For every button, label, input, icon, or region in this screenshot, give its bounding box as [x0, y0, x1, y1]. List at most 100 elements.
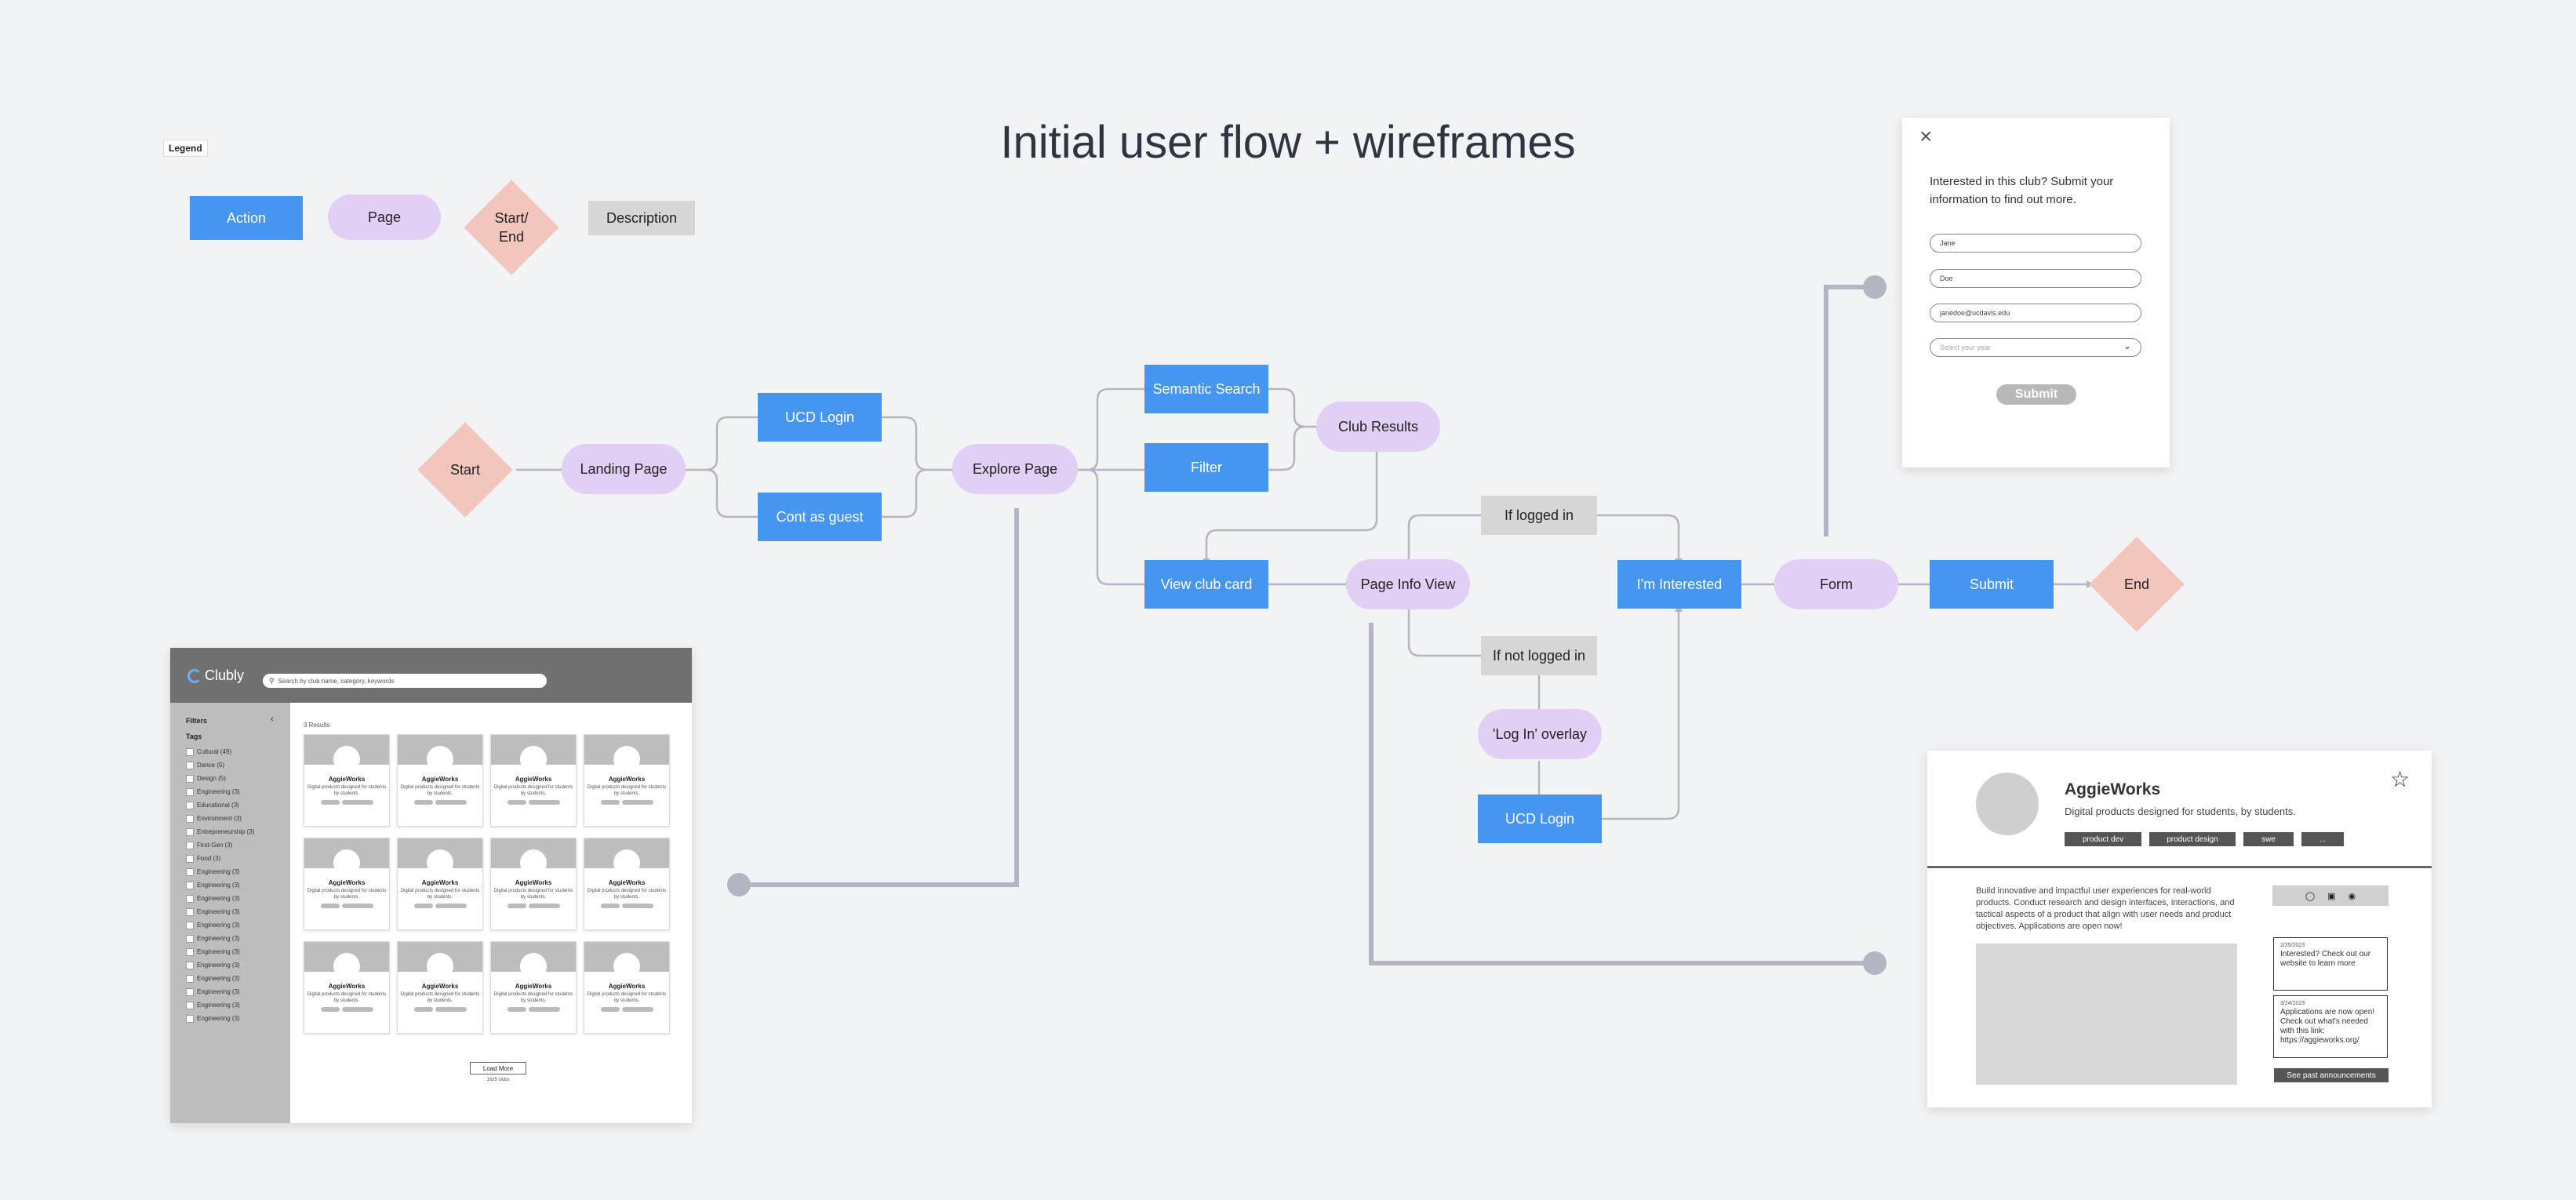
card-banner — [584, 838, 669, 876]
search-input[interactable]: ⚲ Search by club name, category, keyword… — [263, 674, 547, 688]
tag-filter-item[interactable]: Engineering (3) — [186, 972, 254, 985]
checkbox[interactable] — [186, 761, 194, 769]
first-name-field[interactable]: Jane — [1930, 234, 2141, 253]
see-past-announcements-button[interactable]: See past announcements — [2274, 1068, 2389, 1082]
flow-page-info-view: Page Info View — [1346, 559, 1470, 609]
results-count: 3 Results — [304, 722, 330, 729]
tag-filter-label: Engineering (3) — [197, 962, 240, 969]
checkbox[interactable] — [186, 961, 194, 969]
checkbox[interactable] — [186, 867, 194, 876]
checkbox[interactable] — [186, 947, 194, 956]
checkbox[interactable] — [186, 774, 194, 783]
tag-filter-label: Engineering (3) — [197, 935, 240, 942]
tags-label: Tags — [186, 733, 202, 740]
checkbox[interactable] — [186, 934, 194, 943]
email-field[interactable]: janedoe@ucdavis.edu — [1930, 304, 2141, 322]
tag-filter-item[interactable]: Engineering (3) — [186, 998, 254, 1012]
tag-filter-label: Engineering (3) — [197, 868, 240, 875]
announcement-text: Interested? Check out our website to lea… — [2280, 950, 2371, 968]
checkbox[interactable] — [186, 827, 194, 836]
tag-filter-item[interactable]: Engineering (3) — [186, 1012, 254, 1025]
checkbox[interactable] — [186, 747, 194, 756]
tag-filter-item[interactable]: Design (5) — [186, 772, 254, 785]
flow-im-interested: I'm Interested — [1617, 560, 1741, 609]
linkedin-icon[interactable]: ▣ — [2327, 891, 2336, 901]
flow-filter: Filter — [1144, 443, 1268, 492]
checkbox[interactable] — [186, 907, 194, 916]
flow-if-not-logged-in: If not logged in — [1481, 636, 1597, 675]
tag-filter-label: Environment (3) — [197, 815, 242, 822]
card-tag — [621, 1007, 653, 1012]
collapse-icon[interactable]: ‹ — [271, 715, 274, 724]
card-banner — [398, 735, 482, 773]
club-image — [1976, 944, 2237, 1085]
tag-filter-item[interactable]: Educational (3) — [186, 798, 254, 812]
card-banner — [584, 942, 669, 980]
year-select[interactable]: Select your year ⌄ — [1930, 338, 2141, 357]
logo[interactable]: Clubly — [187, 667, 244, 684]
form-submit-button[interactable]: Submit — [1996, 384, 2076, 405]
tag-filter-item[interactable]: Food (3) — [186, 852, 254, 865]
club-tag: product design — [2149, 832, 2236, 846]
checkbox[interactable] — [186, 787, 194, 796]
tag-filter-item[interactable]: First-Gen (3) — [186, 838, 254, 852]
checkbox[interactable] — [186, 801, 194, 809]
checkbox[interactable] — [186, 841, 194, 849]
club-avatar — [1976, 773, 2039, 835]
load-more-button[interactable]: Load More — [470, 1062, 526, 1075]
discord-icon[interactable]: ◉ — [2348, 891, 2356, 901]
tag-filter-item[interactable]: Engineering (3) — [186, 958, 254, 972]
tag-filter-item[interactable]: Cultural (49) — [186, 745, 254, 758]
card-desc: Digital products designed for students b… — [307, 992, 387, 1003]
flow-start-label: Start — [449, 462, 480, 478]
tag-filter-item[interactable]: Engineering (3) — [186, 865, 254, 878]
instagram-icon[interactable]: ◯ — [2305, 891, 2316, 901]
tag-filter-item[interactable]: Engineering (3) — [186, 945, 254, 958]
tag-filter-label: Engineering (3) — [197, 948, 240, 955]
tag-filter-label: Engineering (3) — [197, 882, 240, 889]
tag-filter-label: First-Gen (3) — [197, 842, 233, 849]
checkbox[interactable] — [186, 854, 194, 863]
tag-filter-item[interactable]: Dance (5) — [186, 758, 254, 772]
tag-filter-item[interactable]: Engineering (3) — [186, 918, 254, 932]
checkbox[interactable] — [186, 987, 194, 996]
tag-filter-item[interactable]: Engineering (3) — [186, 932, 254, 945]
search-placeholder: Search by club name, category, keywords — [278, 677, 395, 685]
card-tag — [435, 1007, 467, 1012]
card-tag — [621, 904, 653, 908]
tag-filter-item[interactable]: Engineering (3) — [186, 905, 254, 918]
checkbox[interactable] — [186, 1014, 194, 1023]
checkbox[interactable] — [186, 894, 194, 903]
checkbox[interactable] — [186, 921, 194, 929]
tag-filter-item[interactable]: Engineering (3) — [186, 785, 254, 798]
card-avatar — [333, 746, 360, 773]
checkbox[interactable] — [186, 1001, 194, 1009]
tag-filter-item[interactable]: Engineering (3) — [186, 892, 254, 905]
checkbox[interactable] — [186, 814, 194, 823]
close-icon[interactable]: × — [1919, 124, 1933, 148]
tag-filter-item[interactable]: Entrepreneurship (3) — [186, 825, 254, 838]
card-tag — [600, 800, 620, 805]
card-tag — [621, 800, 653, 805]
last-name-field[interactable]: Doe — [1930, 269, 2141, 288]
tag-filter-item[interactable]: Engineering (3) — [186, 878, 254, 892]
tag-filter-item[interactable]: Environment (3) — [186, 812, 254, 825]
checkbox[interactable] — [186, 974, 194, 983]
star-icon[interactable]: ☆ — [2390, 767, 2410, 791]
tag-filter-item[interactable]: Engineering (3) — [186, 985, 254, 998]
checkbox[interactable] — [186, 881, 194, 889]
explore-header: Clubly ⚲ Search by club name, category, … — [170, 648, 692, 703]
